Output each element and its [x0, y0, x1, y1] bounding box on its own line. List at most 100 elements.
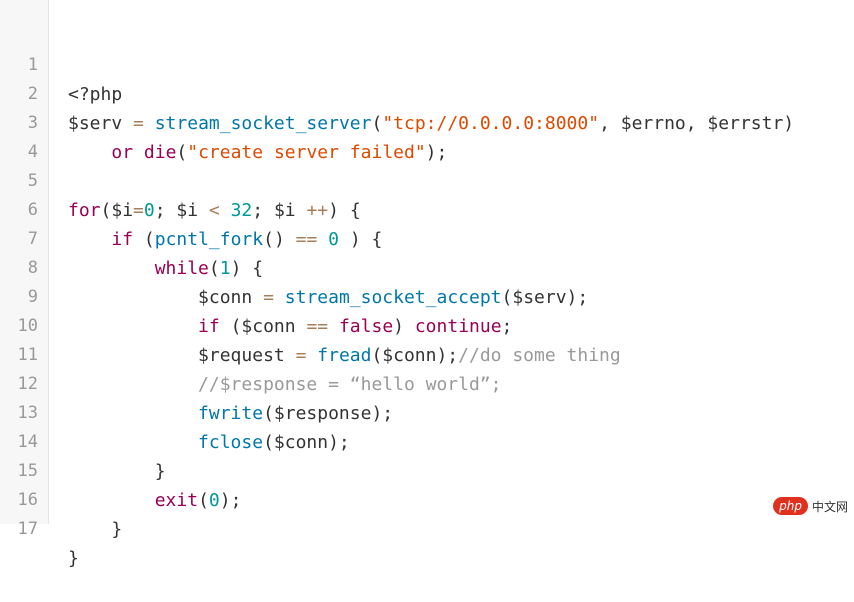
token: 0	[328, 229, 339, 250]
token: ==	[295, 229, 318, 250]
line-number: 7	[27, 229, 38, 249]
token: ($conn);	[371, 345, 459, 366]
token: ) {	[339, 229, 383, 250]
token: stream_socket_server	[154, 113, 372, 134]
token: $conn	[68, 287, 264, 308]
line-number: 15	[17, 461, 38, 481]
token: ) {	[230, 258, 264, 279]
token: fclose	[198, 432, 264, 453]
token: exit	[154, 490, 199, 511]
code-text: }	[68, 515, 122, 544]
token: if	[111, 229, 134, 250]
token: =	[133, 200, 144, 221]
code-text: }	[68, 544, 79, 573]
line-number: 6	[27, 200, 38, 220]
token: $request	[68, 345, 296, 366]
line-number: 12	[17, 374, 38, 394]
token: "tcp://0.0.0.0:8000"	[382, 113, 600, 134]
token: fread	[317, 345, 372, 366]
code-text: <?php	[68, 80, 122, 109]
line-number: 10	[17, 316, 38, 336]
code-line-8: 8 $conn = stream_socket_accept($serv);	[0, 225, 854, 308]
token: , $errno, $errstr)	[599, 113, 795, 134]
code-text: //$response = “hello world”;	[68, 370, 501, 399]
token: ($conn);	[263, 432, 350, 453]
token: ) {	[328, 200, 361, 221]
token: );	[219, 490, 242, 511]
code-line-10: 10 $request = fread($conn);//do some thi…	[0, 283, 854, 366]
token: (	[176, 142, 188, 163]
code-line-15: 15 exit(0);	[0, 428, 854, 511]
code-line-2: 2 $serv = stream_socket_server("tcp://0.…	[0, 51, 854, 134]
line-number: 9	[27, 287, 38, 307]
code-line-9: 9 if ($conn == false) continue;	[0, 254, 854, 337]
code-line-3: 3 or die("create server failed");	[0, 80, 854, 163]
token: ; $i	[252, 200, 307, 221]
token: ()	[263, 229, 296, 250]
token: )	[393, 316, 415, 337]
token: }	[68, 519, 123, 540]
token: ($response);	[263, 403, 394, 424]
code-line-6: 6 if (pcntl_fork() == 0 ) {	[0, 167, 854, 250]
php-logo: php	[773, 497, 808, 515]
line-number: 17	[17, 519, 38, 539]
line-number: 11	[17, 345, 38, 365]
code-text: for($i=0; $i < 32; $i ++) {	[68, 196, 361, 225]
token: 0	[143, 200, 155, 221]
token: 32	[230, 200, 253, 221]
line-number: 4	[27, 142, 38, 162]
watermark: php 中文网	[773, 496, 848, 516]
code-line-1: 1 <?php	[0, 22, 854, 105]
code-text: }	[68, 457, 166, 486]
line-number: 2	[27, 84, 38, 104]
token: while	[154, 258, 209, 279]
token: die	[143, 142, 177, 163]
line-number: 14	[17, 432, 38, 452]
token: ; $i	[154, 200, 209, 221]
code-text: fclose($conn);	[68, 428, 350, 457]
token: 0	[208, 490, 220, 511]
token: 1	[219, 258, 231, 279]
code-line-12: 12 fwrite($response);	[0, 341, 854, 424]
code-line-11: 11 //$response = “hello world”;	[0, 312, 854, 395]
token: //do some thing	[458, 345, 621, 366]
token: "create server failed"	[187, 142, 426, 163]
line-number: 8	[27, 258, 38, 278]
code-text: or die("create server failed");	[68, 138, 447, 167]
code-text: $serv = stream_socket_server("tcp://0.0.…	[68, 109, 794, 138]
code-text: fwrite($response);	[68, 399, 393, 428]
code-text: if ($conn == false) continue;	[68, 312, 512, 341]
code-line-13: 13 fclose($conn);	[0, 370, 854, 453]
token: if	[198, 316, 220, 337]
token: =	[295, 345, 307, 366]
token: (	[371, 113, 383, 134]
token: (	[208, 258, 220, 279]
token: }	[68, 461, 166, 482]
code-editor: 1 <?php 2 $serv = stream_socket_server("…	[0, 0, 854, 569]
token: ;	[501, 316, 513, 337]
code-line-7: 7 while(1) {	[0, 196, 854, 279]
token: <?php	[68, 84, 123, 105]
line-number: 16	[17, 490, 38, 510]
token: (	[198, 490, 209, 511]
token: );	[425, 142, 448, 163]
line-number: 13	[17, 403, 38, 423]
code-text: exit(0);	[68, 486, 242, 515]
token: }	[68, 548, 79, 569]
token: fwrite	[198, 403, 264, 424]
code-text: $request = fread($conn);//do some thing	[68, 341, 621, 370]
watermark-text: 中文网	[811, 499, 848, 514]
token: =	[263, 287, 274, 308]
token: continue	[414, 316, 502, 337]
token: ++	[306, 200, 329, 221]
token: =	[133, 113, 144, 134]
code-line-5: 5 for($i=0; $i < 32; $i ++) {	[0, 138, 854, 221]
token: false	[338, 316, 394, 337]
token: ==	[306, 316, 329, 337]
code-line-14: 14 }	[0, 399, 854, 482]
line-number: 5	[27, 171, 38, 191]
token: $serv	[68, 113, 134, 134]
token: ($conn	[219, 316, 307, 337]
line-number: 1	[27, 55, 38, 75]
code-line-4: 4	[0, 109, 854, 162]
